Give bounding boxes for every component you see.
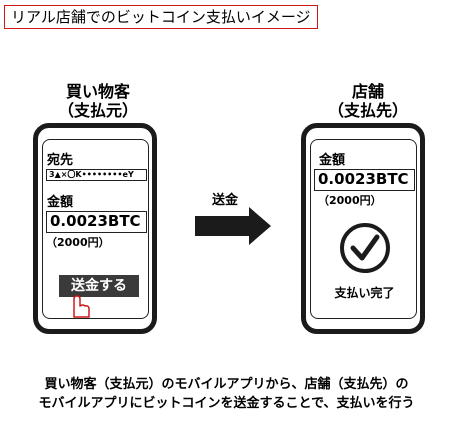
buyer-amount-label: 金額: [47, 195, 74, 210]
tap-hand-icon: [73, 295, 90, 318]
store-amount-field: 0.0023BTC: [314, 169, 415, 191]
buyer-caption-line1: 買い物客: [65, 82, 130, 101]
buyer-caption-line2: （支払元）: [57, 101, 138, 120]
buyer-screen: 宛先 3▲×〇K••••••••eY 金額 0.0023BTC （2000円） …: [42, 139, 149, 319]
store-amount-label: 金額: [319, 153, 346, 168]
store-phone: 金額 0.0023BTC （2000円） 支払い完了: [301, 123, 425, 334]
diagram-title: リアル店舗でのビットコイン支払いイメージ: [4, 5, 318, 29]
store-yen-value: （2000円）: [318, 194, 382, 207]
buyer-yen-value: （2000円）: [46, 236, 110, 249]
payment-complete-label: 支払い完了: [334, 286, 395, 300]
store-screen: 金額 0.0023BTC （2000円） 支払い完了: [310, 139, 417, 319]
store-caption-line2: （支払先）: [327, 101, 408, 120]
right-arrow-icon: [195, 207, 271, 245]
description-line2: モバイルアプリにビットコインを送金することで、支払いを行う: [38, 396, 415, 411]
checkmark-circle-icon: [340, 223, 390, 273]
arrow-label: 送金: [212, 193, 239, 208]
buyer-phone: 宛先 3▲×〇K••••••••eY 金額 0.0023BTC （2000円） …: [33, 123, 157, 334]
send-button[interactable]: 送金する: [59, 275, 139, 297]
buyer-amount-field: 0.0023BTC: [46, 211, 147, 233]
store-caption-line1: 店舗: [351, 82, 384, 101]
description-line1: 買い物客（支払元）のモバイルアプリから、店舗（支払先）の: [44, 377, 409, 392]
address-field: 3▲×〇K••••••••eY: [46, 169, 147, 181]
address-label: 宛先: [47, 153, 74, 168]
